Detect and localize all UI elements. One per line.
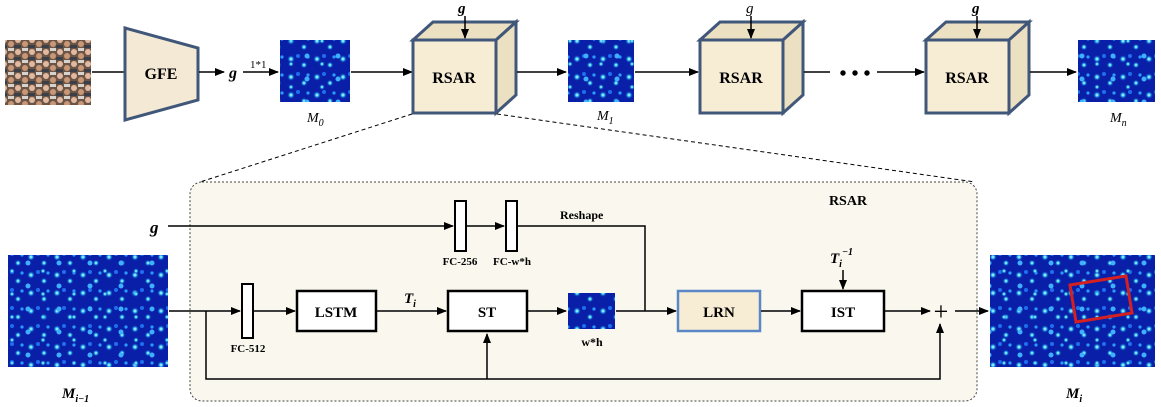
- zoom-line-right: [496, 113, 976, 183]
- lrn-label: LRN: [703, 305, 735, 321]
- reshape-label: Reshape: [560, 208, 604, 222]
- rsar-label-n: RSAR: [945, 70, 989, 87]
- gfe-trapezoid: [123, 26, 200, 122]
- rsar-detail-panel: [189, 181, 978, 402]
- rsar-block-2: RSAR: [696, 18, 807, 117]
- wh-label: w*h: [581, 335, 603, 349]
- fc-256-layer: [454, 200, 467, 252]
- fc-512-layer: [241, 283, 254, 339]
- crowd-image: [5, 40, 91, 105]
- fc-wh-label: FC-w*h: [493, 256, 531, 268]
- rsar-label-1: RSAR: [432, 70, 476, 87]
- m-i-minus-1-label: Mi−1: [61, 386, 89, 405]
- conv-1x1-label: 1*1: [250, 59, 267, 71]
- fc-256-label: FC-256: [443, 256, 478, 268]
- ist-label: IST: [831, 305, 855, 321]
- ti-label: Ti: [404, 291, 416, 310]
- m1-label: M1: [596, 109, 614, 127]
- sum-operator: +: [934, 297, 949, 326]
- ist-block: [800, 289, 886, 333]
- lrn-block: [676, 289, 762, 333]
- g-feature-label: g: [228, 65, 237, 82]
- lstm-label: LSTM: [315, 305, 358, 321]
- rsar-label-2: RSAR: [719, 70, 763, 87]
- reshape-path: [518, 225, 646, 311]
- g-input-rsar2: g: [746, 1, 754, 17]
- fc-512-label: FC-512: [231, 343, 266, 355]
- residual-skip-path: [205, 311, 944, 380]
- lstm-block: [295, 289, 378, 333]
- zoom-line-left: [199, 113, 413, 183]
- g-input-rsar1: g: [457, 1, 466, 17]
- rsar-block-n: RSAR: [922, 18, 1033, 117]
- fc-wh-layer: [505, 200, 518, 252]
- gfe-label: GFE: [145, 66, 178, 83]
- g-input-rsarn: g: [971, 1, 980, 17]
- st-label: ST: [478, 305, 496, 321]
- mn-label: Mn: [1109, 111, 1127, 129]
- st-block: [446, 289, 529, 333]
- ti-inverse-label: Ti−1: [830, 247, 853, 270]
- m0-label: M0: [306, 111, 324, 129]
- g-input-label: g: [149, 218, 159, 237]
- attention-region-box: [1068, 274, 1134, 324]
- panel-title: RSAR: [829, 194, 868, 209]
- m-i-label: Mi: [1065, 386, 1082, 405]
- cropped-map: [568, 293, 615, 329]
- ellipsis-dots: • • •: [839, 63, 870, 85]
